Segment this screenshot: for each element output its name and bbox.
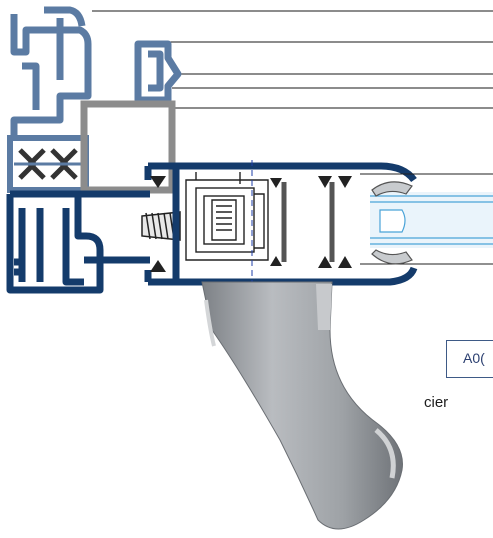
glazing-gaskets <box>371 181 413 265</box>
fixing-screw-icon <box>141 211 181 241</box>
caption-text: cier <box>424 394 449 411</box>
lower-frame-profile <box>6 190 150 294</box>
sash-gaskets <box>150 176 352 272</box>
callout-box: A0( <box>446 340 493 378</box>
glazing-bead <box>80 100 176 194</box>
upper-frame-profile <box>10 6 182 140</box>
window-handle <box>201 281 403 530</box>
sash-glazing <box>360 173 493 265</box>
hardware-mechanism <box>185 172 269 261</box>
sash-profile <box>144 162 418 286</box>
frame-gasket-block <box>7 135 89 193</box>
sash-chambers <box>281 182 335 262</box>
frame-glazing-lines <box>92 10 493 109</box>
callout-code: A0( <box>463 350 485 366</box>
